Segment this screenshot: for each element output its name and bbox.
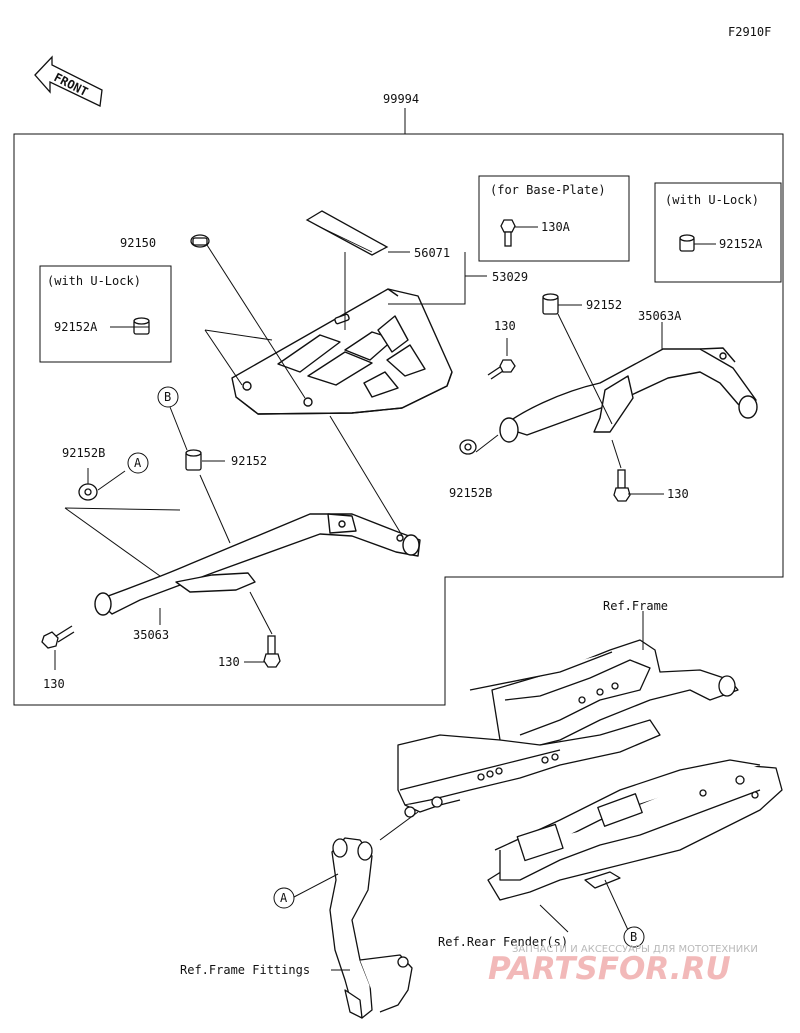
- part-92152A-left: 92152A: [54, 320, 98, 334]
- part-92152-upper: 92152: [586, 298, 622, 312]
- frame-fittings-drawing: [329, 837, 413, 1019]
- part-130-left-bottom: 130: [43, 677, 65, 691]
- part-92152A-right: 92152A: [719, 237, 763, 251]
- ref-frame-fittings-label: Ref.Frame Fittings: [180, 963, 310, 977]
- note-box-u-lock-right: (with U-Lock): [654, 182, 782, 283]
- part-92152B-right: 92152B: [449, 486, 492, 500]
- callout-a-assembly-label: A: [134, 456, 142, 470]
- reference-leaders: [293, 611, 644, 971]
- part-130-left-mid: 130: [218, 655, 240, 669]
- bolt-130A-icon: [500, 219, 516, 247]
- spacer-92152-left-icon: [185, 449, 202, 471]
- callout-a-reference-label: A: [280, 891, 288, 905]
- note-base-plate: (for Base-Plate): [490, 183, 606, 197]
- part-92152-left: 92152: [231, 454, 267, 468]
- part-130-right-top: 130: [494, 319, 516, 333]
- front-arrow-icon: FRONT: [34, 55, 103, 107]
- bolt-130-right-bottom-icon: [613, 469, 631, 502]
- callout-a-reference: A: [273, 887, 295, 909]
- part-56071: 56071: [414, 246, 450, 260]
- spacer-92152A-left-icon: [133, 317, 150, 335]
- part-130A: 130A: [541, 220, 571, 234]
- part-130-right-bottom: 130: [667, 487, 689, 501]
- part-35063: 35063: [133, 628, 169, 642]
- note-u-lock-left: (with U-Lock): [47, 274, 141, 288]
- note-u-lock-right: (with U-Lock): [665, 193, 759, 207]
- ref-frame-label: Ref.Frame: [603, 599, 668, 613]
- part-53029: 53029: [492, 270, 528, 284]
- spacer-92152-upper-icon: [542, 293, 559, 315]
- part-92150: 92150: [120, 236, 156, 250]
- bolt-130-right-top-icon: [487, 359, 516, 380]
- part-92152B-left: 92152B: [62, 446, 105, 460]
- leader-lines: [54, 226, 716, 670]
- assembly-number: 99994: [383, 92, 419, 106]
- note-box-base-plate: (for Base-Plate): [478, 175, 630, 262]
- reference-frame-drawing: [397, 639, 739, 818]
- carrier-plate-drawing: [231, 288, 453, 415]
- bolt-130-left-mid-icon: [263, 635, 281, 668]
- label-plate-drawing: [305, 210, 389, 256]
- watermark-brand: PARTSFOR.RU: [488, 951, 731, 987]
- callout-b-reference-label: B: [630, 930, 637, 944]
- part-35063A: 35063A: [638, 309, 682, 323]
- callout-b-assembly: B: [157, 386, 179, 408]
- note-box-u-lock-left: (with U-Lock): [39, 265, 172, 363]
- callout-b-assembly-label: B: [164, 390, 171, 404]
- callout-b-reference: B: [623, 926, 645, 948]
- callout-a-assembly: A: [127, 452, 149, 474]
- ref-rear-fender-label: Ref.Rear Fender(s): [438, 935, 568, 949]
- rear-fender-drawing: [487, 759, 783, 901]
- bolt-92150-icon: [190, 234, 210, 248]
- spacer-92152A-right-icon: [679, 234, 695, 252]
- watermark-tagline: ЗАПЧАСТИ И АКСЕССУАРЫ ДЛЯ МОТОТЕХНИКИ: [512, 944, 758, 955]
- figure-code: F2910F: [728, 25, 771, 39]
- bolt-130-left-bottom-icon: [41, 625, 75, 649]
- right-bracket-drawing: [499, 347, 758, 443]
- washer-92152B-right-icon: [459, 439, 477, 455]
- assembly-boundary: [13, 133, 784, 706]
- washer-92152B-left-icon: [78, 483, 98, 501]
- left-bracket-drawing: [94, 513, 421, 616]
